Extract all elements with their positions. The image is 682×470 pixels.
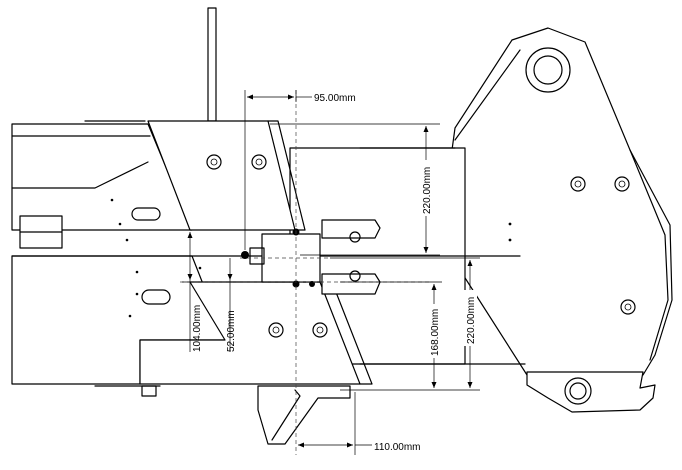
- dim-label-top: 95.00mm: [314, 93, 356, 104]
- dimension-right-lower: 168.00mm 220.00mm: [330, 257, 480, 391]
- dim-label-right-upper: 220.00mm: [422, 167, 433, 214]
- lower-bracket-frame: [526, 371, 656, 413]
- dim-label-right-lower-inner: 168.00mm: [430, 309, 441, 356]
- bolt-hole: [268, 322, 284, 338]
- bolt-hole: [614, 176, 630, 192]
- upper-bracket-frame: [451, 27, 673, 376]
- dim-label-left-outer: 104.00mm: [192, 305, 203, 352]
- dim-label-right-lower-outer: 220.00mm: [466, 297, 477, 344]
- slot-lower: [141, 289, 171, 305]
- dim-label-left-inner: 52.00mm: [226, 310, 237, 352]
- dimension-right-upper: 220.00mm: [270, 123, 440, 256]
- bolt-hole: [570, 176, 586, 192]
- dimension-top: 95.00mm: [244, 90, 356, 250]
- bolt-hole: [620, 299, 636, 315]
- pivot-hole-top: [525, 47, 571, 93]
- dim-label-bottom: 110.00mm: [374, 442, 421, 453]
- bolt-hole: [312, 322, 328, 338]
- dimension-bottom: 110.00mm: [298, 392, 421, 455]
- dimension-left: 104.00mm 52.00mm: [182, 229, 300, 352]
- slot-upper: [131, 207, 161, 221]
- bottom-foot: [257, 385, 351, 445]
- vertical-post: [207, 7, 217, 122]
- switch-assembly: [240, 219, 381, 295]
- bolt-hole: [206, 154, 222, 170]
- bolt-hole: [251, 154, 267, 170]
- center-lines: [180, 90, 430, 455]
- pivot-hole-bottom: [564, 377, 592, 405]
